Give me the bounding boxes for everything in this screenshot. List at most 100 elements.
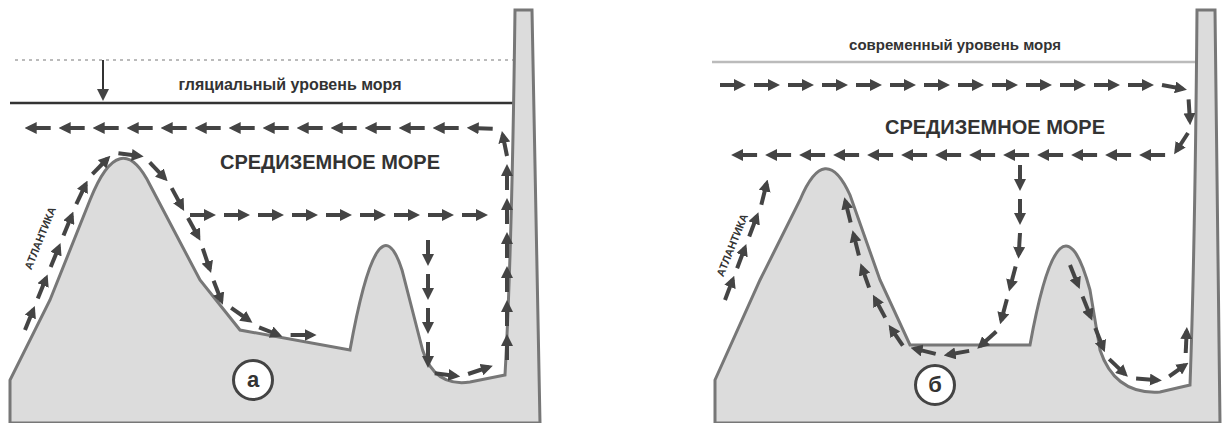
panel-letter-circle: а [232, 359, 274, 401]
current-arrow [505, 168, 509, 190]
current-arrow [737, 248, 745, 269]
current-arrow [259, 327, 279, 335]
current-arrow [25, 310, 33, 330]
current-arrow [1094, 83, 1116, 87]
current-arrow [131, 126, 153, 130]
current-arrow [854, 234, 859, 255]
current-arrow [939, 153, 961, 157]
current-arrow [822, 83, 844, 87]
current-arrow [862, 267, 869, 288]
current-arrow [754, 83, 776, 87]
current-arrow [233, 126, 255, 130]
current-arrow [1018, 165, 1022, 187]
current-arrow [224, 213, 246, 217]
current-arrow [1143, 153, 1165, 157]
current-arrow [1136, 379, 1158, 381]
current-arrow [1128, 83, 1150, 87]
current-arrow [63, 126, 85, 130]
seafloor-profile [715, 10, 1220, 423]
current-arrow [803, 153, 825, 157]
current-arrow [1041, 153, 1063, 157]
current-arrow [1018, 199, 1022, 221]
modern-level-line [712, 61, 1215, 64]
current-arrow [462, 213, 484, 217]
current-arrow [426, 274, 430, 296]
current-arrow [1007, 153, 1029, 157]
current-arrow [788, 83, 810, 87]
current-arrow [97, 126, 119, 130]
glacial-level-line [10, 102, 515, 105]
current-arrow [891, 328, 903, 346]
current-arrow [856, 83, 878, 87]
current-arrow [394, 213, 416, 217]
current-arrow [435, 373, 457, 376]
current-arrow [1109, 153, 1131, 157]
current-arrow [503, 135, 507, 156]
current-arrow [735, 153, 757, 157]
current-arrow [505, 270, 509, 292]
current-arrow [914, 349, 935, 354]
current-arrow [437, 126, 459, 130]
sea-label: СРЕДИЗЕМНОЕ МОРЕ [220, 151, 440, 174]
seafloor-profile [10, 10, 540, 423]
current-arrow [505, 202, 509, 224]
current-arrow [1070, 265, 1078, 285]
sea-label: СРЕДИЗЕМНОЕ МОРЕ [885, 116, 1105, 139]
current-arrow [38, 278, 46, 298]
panel-letter: б [928, 372, 942, 398]
current-arrow [924, 83, 946, 87]
current-arrow [426, 240, 430, 262]
current-arrow [1169, 365, 1185, 376]
current-arrow [1083, 297, 1091, 317]
current-arrow [1095, 328, 1103, 349]
current-arrow [190, 213, 212, 217]
current-arrow [958, 83, 980, 87]
current-arrow [871, 153, 893, 157]
current-arrow [471, 126, 493, 131]
current-arrow [292, 213, 314, 217]
current-arrow [875, 298, 885, 317]
current-arrow [118, 153, 139, 156]
current-arrow [165, 126, 187, 130]
current-arrow [1075, 153, 1097, 157]
current-arrow [360, 213, 382, 217]
current-arrow [948, 351, 970, 355]
current-arrow [468, 367, 489, 374]
current-arrow [172, 188, 183, 207]
modern-level-dotted [15, 59, 515, 61]
current-arrow [335, 126, 357, 130]
current-arrow [403, 126, 425, 130]
current-arrow [505, 304, 509, 326]
current-arrow [291, 333, 313, 337]
current-arrow [1189, 99, 1190, 121]
ocean-label: АТЛАНТИКА [714, 212, 750, 278]
current-arrow [64, 215, 72, 235]
current-arrow [845, 201, 850, 222]
current-arrow [1019, 233, 1020, 255]
current-arrow [426, 342, 430, 364]
level-label: современный уровень моря [849, 36, 1061, 53]
current-arrow [29, 126, 51, 130]
current-arrow [199, 126, 221, 130]
current-arrow [505, 236, 509, 258]
current-arrow [150, 162, 165, 178]
current-arrow [258, 213, 280, 217]
current-arrow [369, 126, 391, 130]
current-arrow [76, 184, 86, 204]
current-arrow [769, 153, 791, 157]
current-arrow [51, 247, 59, 267]
current-arrow [505, 338, 509, 360]
level-drop-arrow [102, 60, 104, 97]
current-arrow [992, 83, 1014, 87]
current-arrow [980, 331, 996, 346]
current-arrow [973, 153, 995, 157]
current-arrow [188, 218, 199, 237]
current-arrow [1109, 359, 1125, 374]
current-arrow [267, 126, 289, 130]
current-arrow [426, 308, 430, 330]
current-arrow [203, 249, 210, 270]
current-arrow [725, 279, 733, 300]
current-arrow [720, 83, 742, 87]
